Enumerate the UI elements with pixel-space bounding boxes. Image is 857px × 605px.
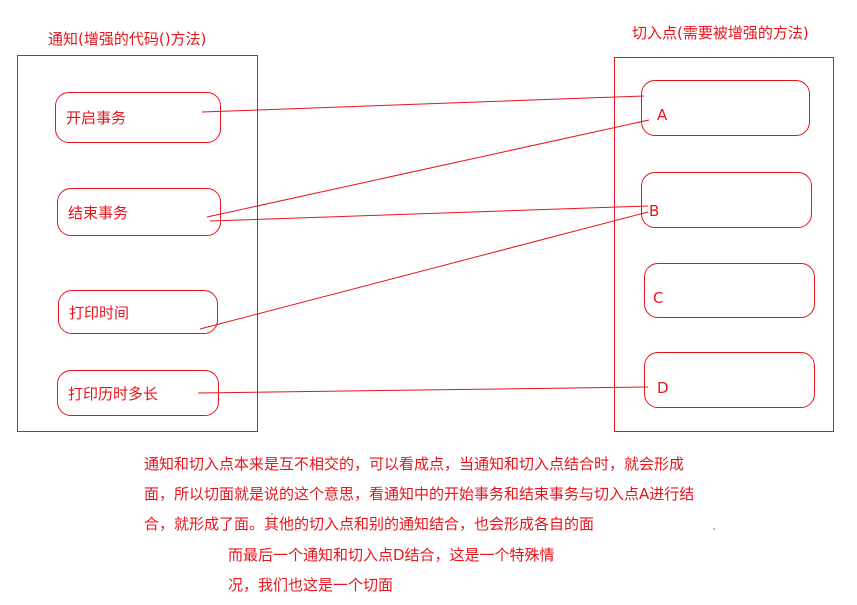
explanation-line: 通知和切入点本来是互不相交的，可以看成点，当通知和切入点结合时，就会形成 (144, 455, 685, 473)
advice-label: 打印时间 (69, 303, 130, 322)
special-case-line: 况，我们也这是一个切面 (228, 576, 394, 594)
connector-end-to-b (209, 205, 649, 222)
advice-box-print-time: 打印时间 (58, 290, 218, 334)
connector-duration-to-d (197, 386, 649, 394)
pointcut-label-a: A (657, 106, 668, 124)
advice-panel-title: 通知(增强的代码()方法) (48, 30, 207, 48)
advice-label: 结束事务 (68, 203, 129, 222)
special-case-line: 而最后一个通知和切入点D结合，这是一个特殊情 (228, 546, 555, 564)
pointcut-label-d: D (657, 379, 669, 397)
pointcut-box-b (641, 172, 812, 228)
pointcut-label-c: C (653, 289, 664, 307)
explanation-line: 面，所以切面就是说的这个意思，看通知中的开始事务和结束事务与切入点A进行结 (144, 485, 695, 503)
pointcut-label-b: B (649, 202, 660, 220)
connector-start-to-a (201, 95, 645, 113)
pointcut-box-d (644, 352, 815, 408)
connector-end-to-a (206, 119, 650, 218)
special-case-paragraph: 而最后一个通知和切入点D结合，这是一个特殊情 况，我们也这是一个切面 (228, 540, 555, 600)
stray-dot (271, 513, 273, 515)
advice-label: 打印历时多长 (68, 384, 159, 403)
advice-box-start-transaction: 开启事务 (55, 92, 221, 143)
pointcut-panel (614, 57, 834, 432)
explanation-line: 合，就形成了面。其他的切入点和别的通知结合，也会形成各自的面 (144, 515, 595, 533)
advice-box-end-transaction: 结束事务 (57, 188, 221, 236)
pointcut-box-c (644, 263, 815, 318)
advice-panel (17, 55, 258, 432)
pointcut-box-a (641, 80, 810, 136)
explanation-paragraph: 通知和切入点本来是互不相交的，可以看成点，当通知和切入点结合时，就会形成 面，所… (144, 449, 694, 539)
advice-label: 开启事务 (66, 109, 127, 127)
connector-time-to-b (199, 211, 649, 330)
pointcut-panel-title: 切入点(需要被增强的方法) (632, 24, 809, 42)
stray-dot (713, 528, 715, 530)
